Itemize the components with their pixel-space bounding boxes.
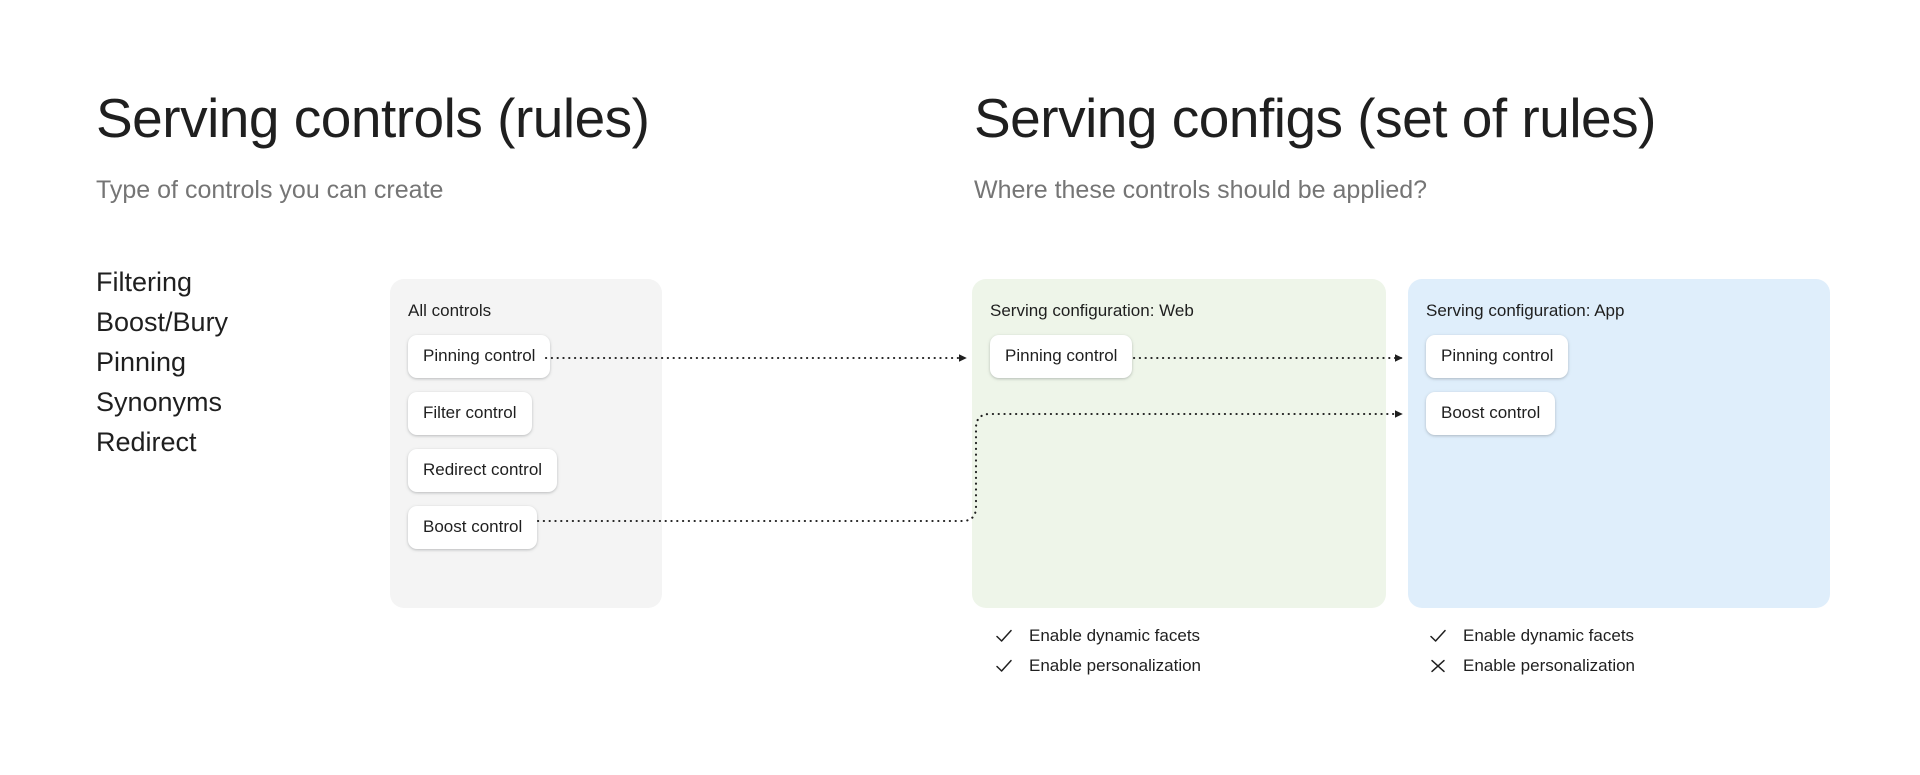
option-row-dynamic-facets[interactable]: Enable dynamic facets xyxy=(1428,625,1635,647)
serving-config-web-title: Serving configuration: Web xyxy=(990,301,1194,320)
option-row-personalization[interactable]: Enable personalization xyxy=(994,655,1201,677)
chip-pinning-control[interactable]: Pinning control xyxy=(408,335,551,378)
chip-boost-control[interactable]: Boost control xyxy=(408,506,538,549)
serving-config-web-options: Enable dynamic facets Enable personaliza… xyxy=(994,625,1201,677)
option-row-personalization[interactable]: Enable personalization xyxy=(1428,655,1635,677)
chip-pinning-control[interactable]: Pinning control xyxy=(1426,335,1569,378)
right-column-title: Serving configs (set of rules) xyxy=(974,87,1656,149)
serving-config-web-card: Serving configuration: Web Pinning contr… xyxy=(972,279,1386,608)
control-type-item: Filtering xyxy=(96,267,193,297)
serving-config-app-options: Enable dynamic facets Enable personaliza… xyxy=(1428,625,1635,677)
control-type-item: Pinning xyxy=(96,347,187,377)
option-label: Enable personalization xyxy=(1463,656,1636,675)
serving-config-web-chip-stack: Pinning control xyxy=(972,335,1386,378)
serving-config-app-chip-stack: Pinning control Boost control xyxy=(1408,335,1830,435)
option-label: Enable personalization xyxy=(1029,656,1202,675)
left-column-subtitle: Type of controls you can create xyxy=(96,176,444,204)
check-icon xyxy=(996,629,1012,642)
left-column-title: Serving controls (rules) xyxy=(96,87,650,149)
check-icon xyxy=(996,659,1012,672)
cross-icon xyxy=(1431,659,1445,673)
control-type-item: Synonyms xyxy=(96,387,223,417)
all-controls-chip-stack: Pinning control Filter control Redirect … xyxy=(390,335,662,549)
serving-config-app-card: Serving configuration: App Pinning contr… xyxy=(1408,279,1830,608)
control-type-list: Filtering Boost/Bury Pinning Synonyms Re… xyxy=(96,266,228,458)
right-column-subtitle: Where these controls should be applied? xyxy=(974,176,1428,204)
chip-filter-control[interactable]: Filter control xyxy=(408,392,532,435)
option-row-dynamic-facets[interactable]: Enable dynamic facets xyxy=(994,625,1201,647)
serving-config-app-title: Serving configuration: App xyxy=(1426,301,1625,320)
chip-boost-control[interactable]: Boost control xyxy=(1426,392,1556,435)
chip-pinning-control[interactable]: Pinning control xyxy=(990,335,1133,378)
check-icon xyxy=(1430,629,1446,642)
option-label: Enable dynamic facets xyxy=(1463,626,1635,645)
control-type-item: Redirect xyxy=(96,427,197,457)
all-controls-card-title: All controls xyxy=(408,301,492,320)
chip-redirect-control[interactable]: Redirect control xyxy=(408,449,558,492)
all-controls-card: All controls Pinning control Filter cont… xyxy=(390,279,662,608)
control-type-item: Boost/Bury xyxy=(96,307,229,337)
option-label: Enable dynamic facets xyxy=(1029,626,1201,645)
